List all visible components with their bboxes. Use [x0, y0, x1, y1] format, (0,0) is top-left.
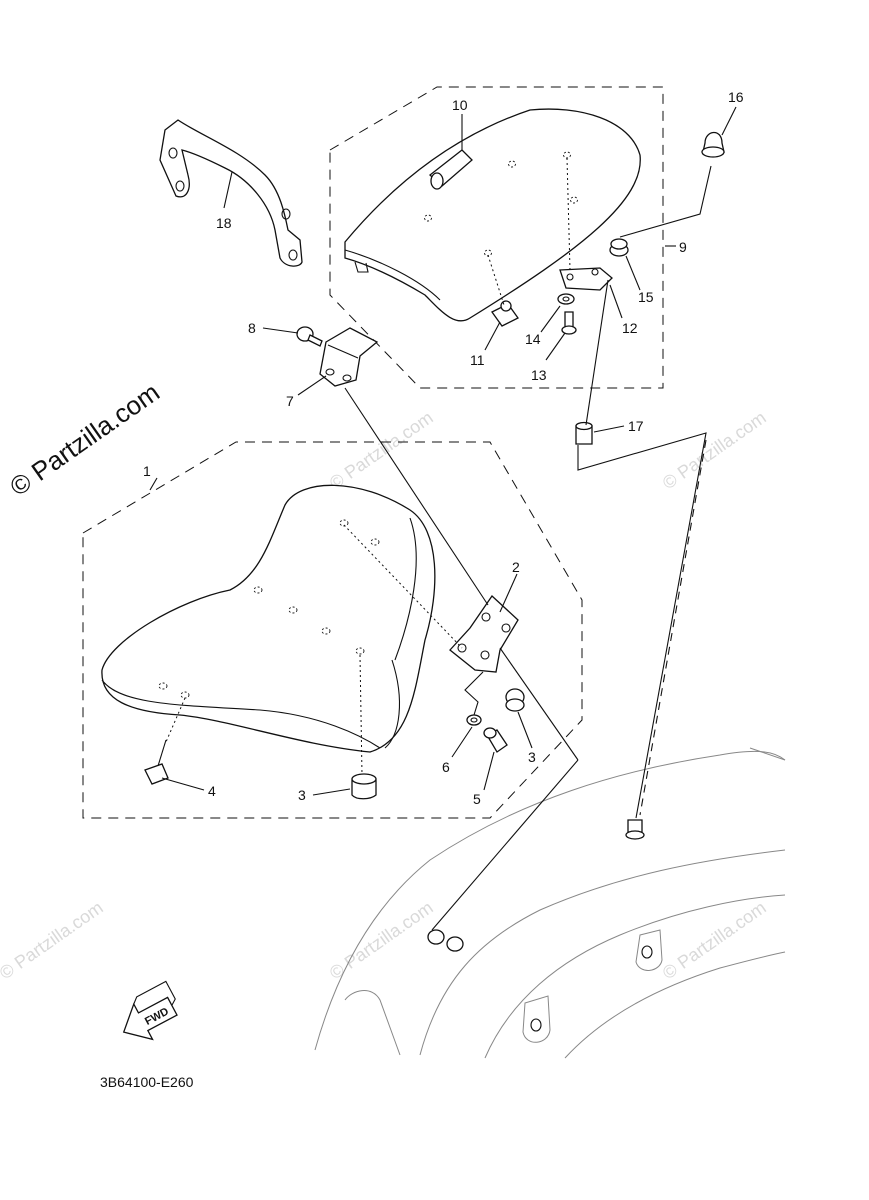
callout-8: 8	[248, 320, 256, 336]
watermark-5: © Partzilla.com	[659, 897, 770, 983]
damper-3-lower	[351, 773, 377, 800]
callout-12: 12	[622, 320, 638, 336]
bracket-2	[449, 595, 519, 673]
drawing-code: 3B64100-E260	[100, 1074, 194, 1090]
fender-illustration	[314, 747, 786, 1059]
washer-6	[466, 714, 482, 726]
callout-3-upper: 3	[528, 749, 536, 765]
callout-16: 16	[728, 89, 744, 105]
callout-7: 7	[286, 393, 294, 409]
callout-17: 17	[628, 418, 644, 434]
rider-seat	[101, 484, 436, 753]
callout-9: 9	[679, 239, 687, 255]
callout-18: 18	[216, 215, 232, 231]
fwd-arrow-icon: FWD	[122, 980, 178, 1041]
callout-14: 14	[525, 331, 541, 347]
callout-2: 2	[512, 559, 520, 575]
watermark-1: © Partzilla.com	[326, 407, 437, 493]
grab-bar	[159, 119, 303, 267]
assembly-lines	[165, 157, 712, 931]
bracket-12	[559, 267, 613, 291]
clip-11	[491, 300, 519, 327]
callout-11: 11	[470, 352, 485, 368]
bolt-8	[296, 326, 323, 347]
callout-13: 13	[531, 367, 547, 383]
watermark-main: © Partzilla.com	[4, 377, 165, 502]
group-frame-1	[82, 441, 583, 819]
bracket-7	[319, 327, 379, 387]
callout-leaders	[149, 106, 737, 796]
callout-6: 6	[442, 759, 450, 775]
callout-3-lower: 3	[298, 787, 306, 803]
damper-3-upper	[505, 688, 525, 712]
passenger-seat	[344, 108, 641, 322]
bolt-13	[561, 311, 577, 335]
grommet-15	[609, 238, 629, 257]
callout-15: 15	[638, 289, 654, 305]
callout-4: 4	[208, 783, 216, 799]
bolt-5	[483, 727, 508, 753]
callout-1: 1	[143, 463, 151, 479]
callout-10: 10	[452, 97, 468, 113]
callout-numbers: 1 2 3 3 4 5 6 7 8 9 10 11 12 13 14 15 16…	[143, 89, 744, 807]
nut-16	[701, 131, 725, 158]
collar-17	[575, 421, 593, 445]
callout-5: 5	[473, 791, 481, 807]
group-frame-9	[329, 86, 664, 389]
watermark-3: © Partzilla.com	[0, 897, 107, 983]
watermark-2: © Partzilla.com	[659, 407, 770, 493]
washer-14	[557, 293, 575, 305]
bolt-4	[144, 739, 169, 785]
